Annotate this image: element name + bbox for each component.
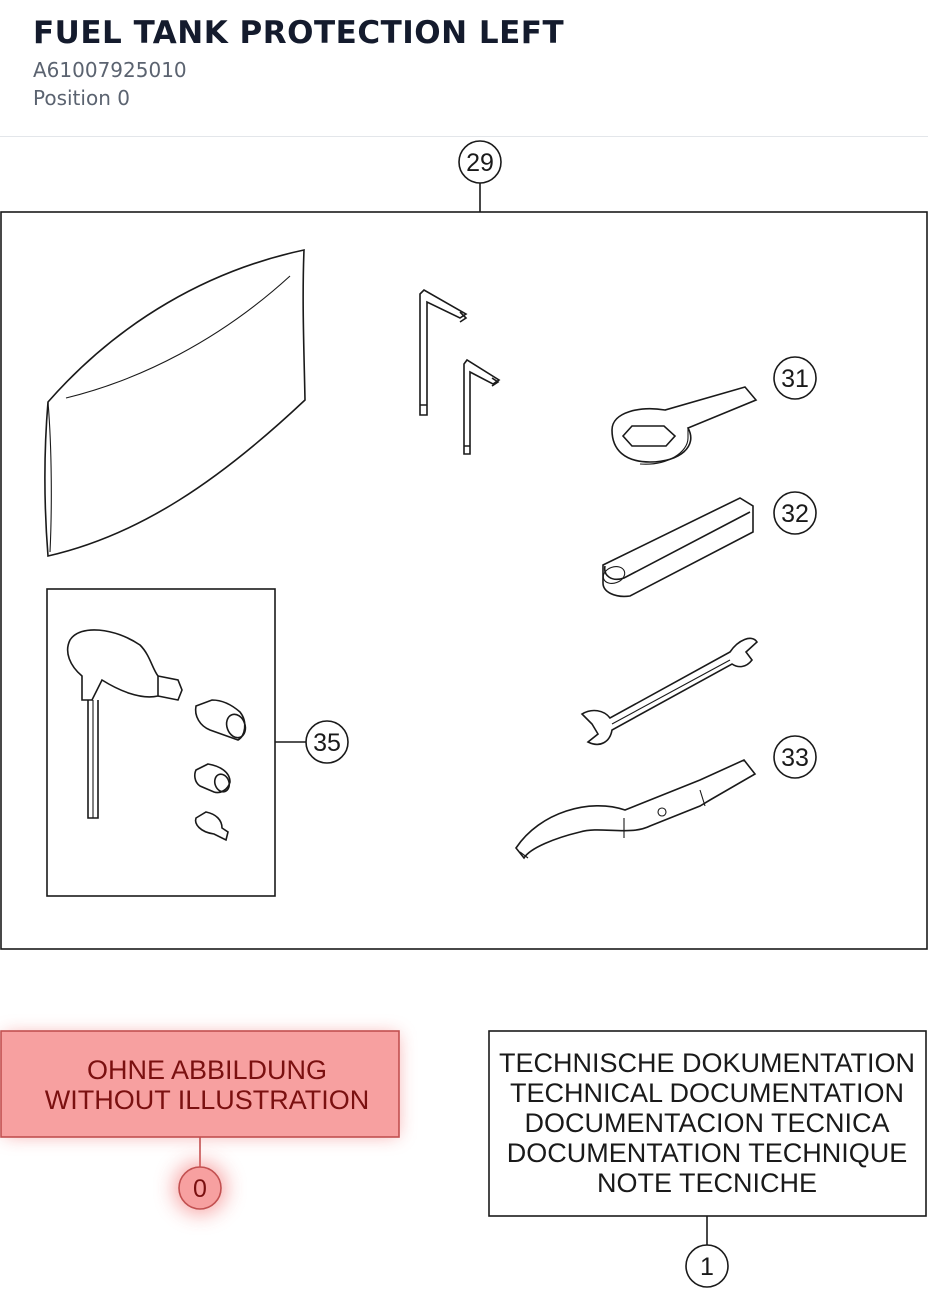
svg-text:33: 33 [781, 744, 809, 772]
tool-kit-frame [0, 211, 928, 950]
bit-socket-large-illustration[interactable] [194, 699, 249, 741]
bit-socket-medium-illustration[interactable] [194, 763, 232, 794]
t-handle-driver-illustration[interactable] [66, 629, 183, 819]
position-label: Position 0 [33, 86, 130, 110]
callout-31[interactable]: 31 [773, 356, 817, 400]
svg-text:0: 0 [193, 1175, 207, 1203]
svg-text:35: 35 [313, 729, 341, 757]
callout-33[interactable]: 33 [773, 735, 817, 779]
callout-35[interactable]: 35 [305, 720, 349, 764]
allen-keys-illustration[interactable] [419, 289, 501, 455]
bit-socket-small-illustration[interactable] [194, 811, 229, 842]
svg-text:1: 1 [700, 1253, 714, 1281]
doc-line-4: DOCUMENTATION TECHNIQUE [507, 1138, 908, 1168]
ring-spanner-illustration[interactable] [611, 386, 758, 465]
callout-0[interactable]: 0 [178, 1166, 222, 1210]
part-number: A61007925010 [33, 58, 187, 82]
page-title: FUEL TANK PROTECTION LEFT [33, 15, 565, 51]
doc-line-1: TECHNISCHE DOKUMENTATION [499, 1048, 915, 1078]
doc-line-5: NOTE TECNICHE [597, 1168, 817, 1198]
without-illustration-line-1: OHNE ABBILDUNG [87, 1055, 327, 1085]
page-header: FUEL TANK PROTECTION LEFT A61007925010 P… [0, 0, 928, 137]
callout-1[interactable]: 1 [685, 1244, 729, 1288]
callout-32[interactable]: 32 [773, 491, 817, 535]
without-illustration-line-2: WITHOUT ILLUSTRATION [45, 1085, 370, 1115]
hook-wrench-illustration[interactable] [515, 759, 757, 860]
callout-29[interactable]: 29 [458, 140, 502, 184]
svg-text:31: 31 [781, 365, 809, 393]
svg-text:32: 32 [781, 500, 809, 528]
doc-line-2: TECHNICAL DOCUMENTATION [510, 1078, 904, 1108]
tool-bag-illustration[interactable] [44, 249, 306, 557]
bit-set-frame [46, 588, 276, 897]
open-end-wrench-illustration[interactable] [580, 637, 759, 746]
sleeve-illustration[interactable] [601, 497, 754, 598]
svg-text:29: 29 [466, 149, 494, 177]
without-illustration-box[interactable] [0, 1030, 400, 1138]
doc-line-3: DOCUMENTACION TECNICA [524, 1108, 889, 1138]
